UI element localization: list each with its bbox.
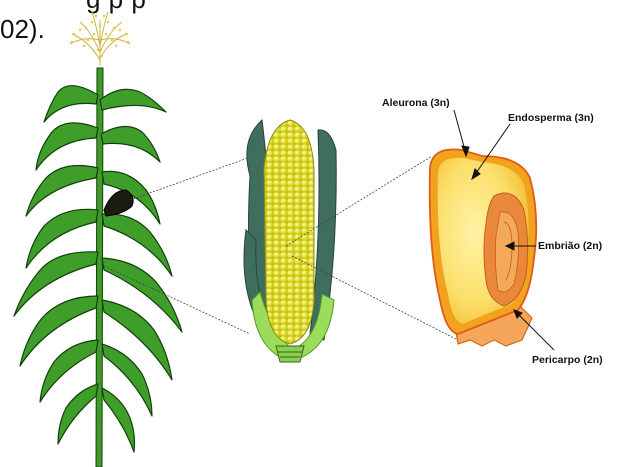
plant-ear-icon bbox=[104, 190, 133, 216]
corn-ear-icon bbox=[244, 120, 336, 362]
label-embryo: Embrião (2n) bbox=[538, 240, 602, 252]
label-aleurone: Aleurona (3n) bbox=[382, 97, 450, 109]
corn-plant-icon bbox=[14, 12, 182, 467]
cob bbox=[264, 120, 314, 344]
tassel-icon bbox=[70, 12, 130, 66]
label-endosperm: Endosperma (3n) bbox=[508, 112, 594, 124]
label-pericarp: Pericarpo (2n) bbox=[532, 354, 603, 366]
